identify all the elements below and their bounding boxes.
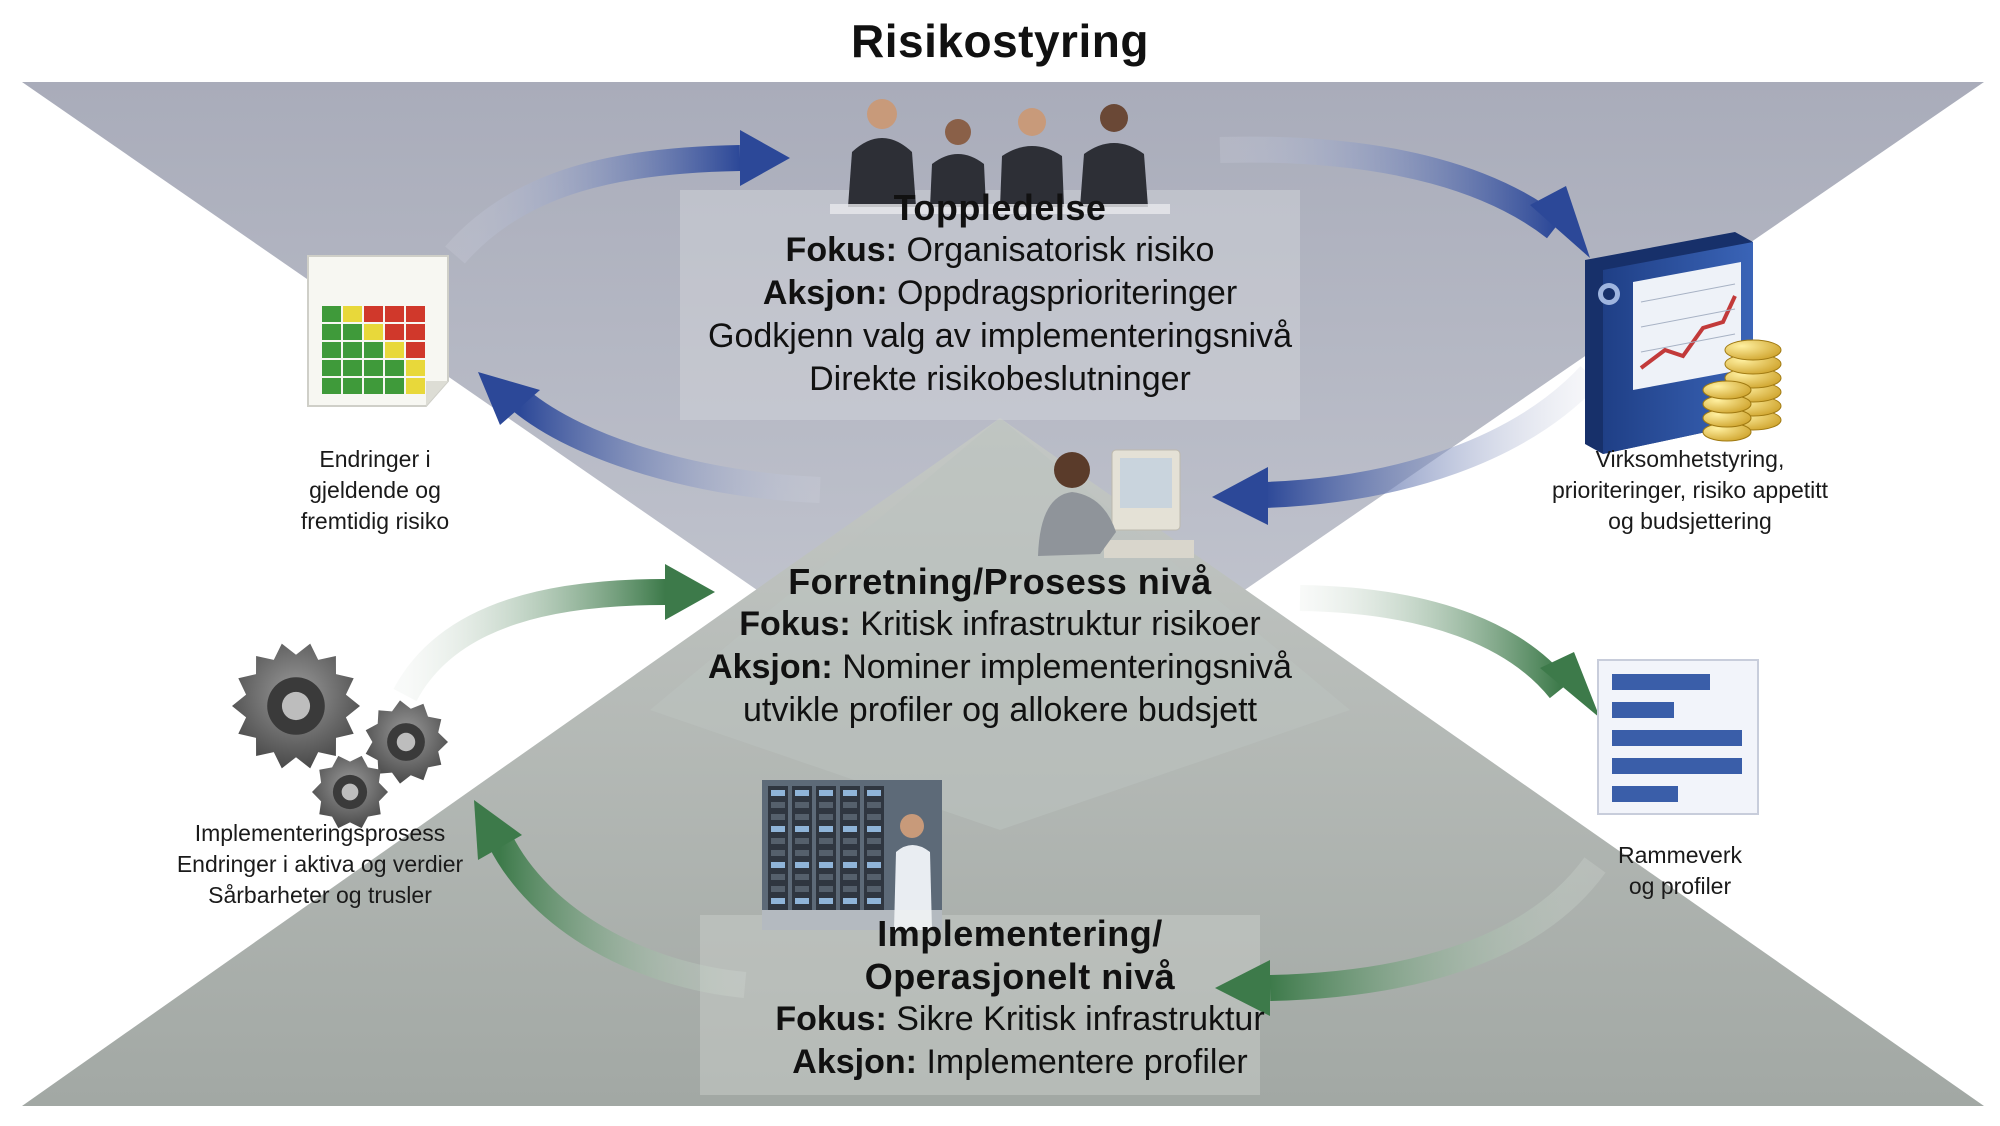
framework-document-icon — [1597, 659, 1759, 815]
focus-text: Organisatorisk risiko — [906, 231, 1215, 269]
blue-arrow-up-left — [445, 145, 741, 264]
action-text: Nominer implementeringsnivå — [842, 648, 1292, 686]
green-arrow-mid-right — [1299, 585, 1571, 699]
blue-arrowhead-1 — [740, 130, 790, 186]
action-label: Aksjon: — [762, 274, 888, 312]
caption-governance: Virksomhetstyring, prioriteringer, risik… — [1510, 444, 1870, 537]
bottom-level-heading-1: Implementering/ — [877, 913, 1163, 954]
top-level-focus: Fokus: Organisatorisk risiko — [600, 229, 1400, 272]
caption-line: Endringer i — [319, 446, 431, 472]
top-text-panel — [680, 190, 1300, 420]
blue-arrowhead-2 — [1530, 186, 1590, 258]
middle-level-line3: utvikle profiler og allokere budsjett — [742, 691, 1258, 729]
caption-line: Endringer i aktiva og verdier — [176, 851, 464, 877]
risk-heatmap-document-icon — [307, 255, 449, 407]
blue-arrow-return-left — [511, 389, 821, 503]
blue-arrow-return-right — [1264, 366, 1600, 508]
top-level-line4: Direkte risikobeslutninger — [809, 360, 1191, 398]
caption-line: prioriteringer, risiko appetitt — [1551, 477, 1829, 503]
center-diamond — [650, 418, 1350, 830]
bottom-level-action: Aksjon: Implementere profiler — [620, 1041, 1420, 1084]
top-band — [22, 82, 1984, 758]
top-level-line3: Godkjenn valg av implementeringsnivå — [708, 317, 1292, 355]
action-label: Aksjon: — [708, 648, 833, 686]
middle-level-block: Forretning/Prosess nivå Fokus: Kritisk i… — [600, 560, 1400, 732]
top-level-block: Toppledelse Fokus: Organisatorisk risiko… — [600, 186, 1400, 401]
caption-line: fremtidig risiko — [300, 508, 450, 534]
bottom-level-block: Implementering/ Operasjonelt nivå Fokus:… — [620, 912, 1420, 1084]
bottom-level-focus: Fokus: Sikre Kritisk infrastruktur — [620, 998, 1420, 1041]
caption-line: Rammeverk — [1618, 842, 1742, 868]
caption-line: Virksomhetstyring, — [1595, 446, 1785, 472]
caption-implementation: Implementeringsprosess Endringer i aktiv… — [140, 818, 500, 911]
green-arrowhead-2 — [1540, 652, 1600, 718]
caption-risk-changes: Endringer i gjeldende og fremtidig risik… — [250, 444, 500, 537]
caption-framework: Rammeverk og profiler — [1560, 840, 1800, 902]
green-arrow-return-right — [1269, 857, 1606, 1001]
focus-label: Fokus: — [785, 231, 897, 269]
server-room-icon — [762, 780, 942, 930]
middle-level-heading: Forretning/Prosess nivå — [788, 561, 1212, 602]
gears-icon — [232, 643, 448, 829]
top-level-action: Aksjon: Oppdragsprioriteringer — [600, 272, 1400, 315]
action-text: Implementere profiler — [926, 1043, 1248, 1081]
caption-line: Sårbarheter og trusler — [208, 882, 432, 908]
green-arrow-up-left — [393, 579, 666, 702]
business-meeting-icon — [830, 99, 1170, 214]
caption-line: Implementeringsprosess — [194, 820, 446, 846]
action-text: Oppdragsprioriteringer — [896, 274, 1238, 312]
middle-level-action: Aksjon: Nominer implementeringsnivå — [600, 646, 1400, 689]
finance-binder-icon — [1585, 232, 1753, 454]
caption-line: og profiler — [1628, 873, 1732, 899]
bottom-level-heading-2: Operasjonelt nivå — [864, 956, 1176, 997]
green-arrow-return-left — [488, 833, 747, 998]
middle-level-focus: Fokus: Kritisk infrastruktur risikoer — [600, 603, 1400, 646]
top-level-heading: Toppledelse — [893, 187, 1107, 228]
blue-arrowhead-3 — [1212, 467, 1268, 525]
focus-label: Fokus: — [775, 1000, 887, 1038]
caption-line: gjeldende og — [309, 477, 441, 503]
focus-text: Sikre Kritisk infrastruktur — [896, 1000, 1265, 1038]
blue-arrowhead-4 — [478, 372, 540, 425]
green-arrowhead-4 — [474, 800, 522, 860]
green-arrowhead-1 — [665, 564, 715, 620]
green-arrowhead-3 — [1215, 960, 1270, 1016]
focus-label: Fokus: — [739, 605, 851, 643]
person-at-computer-icon — [1038, 449, 1194, 558]
caption-line: og budsjettering — [1608, 508, 1772, 534]
focus-text: Kritisk infrastruktur risikoer — [860, 605, 1261, 643]
page-title: Risikostyring — [851, 15, 1149, 67]
bottom-text-panel — [700, 915, 1260, 1095]
action-label: Aksjon: — [792, 1043, 917, 1081]
blue-arrow-top-right — [1219, 136, 1564, 239]
coin-stack-icon — [1702, 339, 1782, 442]
